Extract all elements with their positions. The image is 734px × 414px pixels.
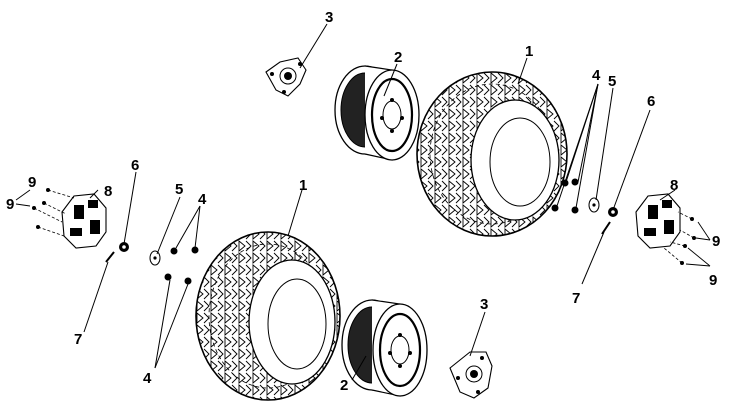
hub-upper: [265, 57, 307, 97]
rim-lower: [341, 299, 428, 397]
callout-tire-upper: 1: [525, 43, 533, 60]
callout-nut-set-upper: 4: [592, 67, 601, 84]
hub-lower: [449, 351, 493, 399]
callouts: 3 2 1 4 5 6 8 9 9 7 1 6 5 4 8 9 9 7 4 2 …: [6, 9, 720, 394]
bolts-right: [680, 217, 696, 265]
callout-hub-cap-right: 8: [670, 177, 678, 194]
callout-rim-lower: 2: [340, 377, 348, 394]
callout-bolt-left-b: 9: [6, 196, 14, 213]
nut-set-upper: [551, 178, 579, 214]
callout-cotter-pin-left: 6: [131, 157, 139, 174]
callout-washer-upper: 5: [608, 73, 616, 90]
hub-cap-left: [61, 193, 107, 249]
nut-set-lower: [164, 246, 199, 285]
callout-nut-set-lower-bottom: 4: [143, 370, 152, 387]
callout-cotter-pin-right: 6: [647, 93, 655, 110]
callout-hub-lower: 3: [480, 296, 488, 313]
callout-washer-lower: 5: [175, 181, 183, 198]
callout-nut-set-lower: 4: [198, 191, 207, 208]
axle-nut-upper-right: [608, 207, 618, 217]
callout-axle-nut-left: 7: [74, 331, 82, 348]
callout-bolt-right-a: 9: [712, 233, 720, 250]
rim-upper: [334, 65, 420, 161]
callout-rim-upper: 2: [394, 49, 402, 66]
washer-lower: [149, 250, 161, 266]
cotter-pin-left: [105, 251, 115, 263]
callout-tire-lower: 1: [299, 177, 307, 194]
axle-nut-lower-left: [119, 242, 129, 252]
callout-hub-cap-left: 8: [104, 183, 112, 200]
callout-bolt-right-b: 9: [709, 272, 717, 289]
leader-lines: [83, 23, 676, 381]
bolt-guides: [15, 189, 711, 267]
tire-upper: [416, 71, 568, 237]
callout-axle-nut-right: 7: [572, 290, 580, 307]
washer-upper: [588, 197, 600, 213]
cotter-pin-right: [601, 221, 611, 235]
tire-lower: [195, 231, 341, 401]
callout-hub-upper: 3: [325, 9, 333, 26]
hub-cap-right: [635, 193, 681, 249]
callout-bolt-left-a: 9: [28, 174, 36, 191]
